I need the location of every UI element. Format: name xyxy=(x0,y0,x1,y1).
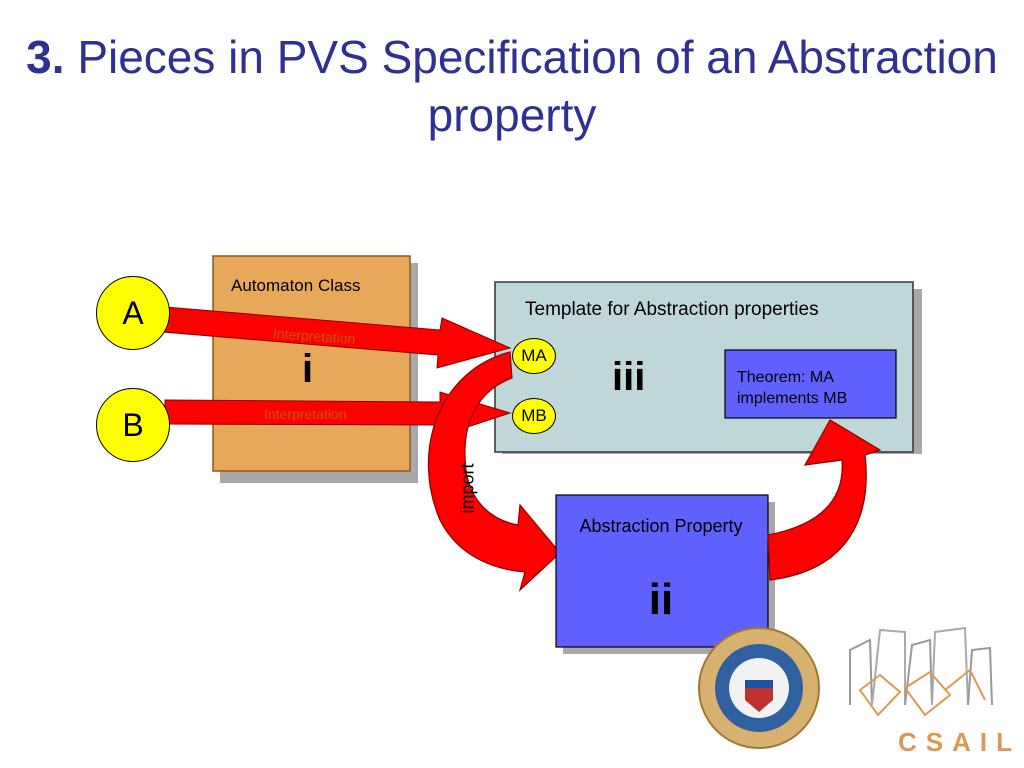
node-b: B xyxy=(96,388,170,462)
abstraction-box xyxy=(555,494,769,648)
theorem-box xyxy=(724,349,897,419)
automaton-class-title: Automaton Class xyxy=(231,276,361,295)
interpretation-label-b: Interpretation xyxy=(264,406,347,422)
template-roman-label: iii xyxy=(612,355,646,399)
theorem-text: Theorem: MA implements MB xyxy=(737,369,848,407)
interpretation-arrow-a xyxy=(162,306,512,369)
import-arrow xyxy=(427,351,561,592)
theorem-arrow xyxy=(767,419,882,581)
import-label: import xyxy=(457,463,478,514)
abstraction-property-label: Abstraction Property xyxy=(579,516,743,536)
node-a: A xyxy=(96,276,170,350)
slide-title: 3. Pieces in PVS Specification of an Abs… xyxy=(0,28,1024,144)
navy-seal-logo xyxy=(698,627,820,749)
automaton-roman-label: i xyxy=(302,347,314,391)
csail-logo-text: CSAIL xyxy=(898,727,1021,757)
title-number: 3. xyxy=(26,31,65,83)
title-text: Pieces in PVS Specification of an Abstra… xyxy=(77,31,998,141)
node-mb: MB xyxy=(512,398,556,434)
interpretation-arrow-b xyxy=(164,391,512,437)
automaton-box xyxy=(212,255,411,472)
abstraction-roman-label: ii xyxy=(648,575,674,624)
node-ma: MA xyxy=(512,338,556,374)
template-title: Template for Abstraction properties xyxy=(525,299,819,320)
csail-logo-graphic xyxy=(849,626,993,717)
